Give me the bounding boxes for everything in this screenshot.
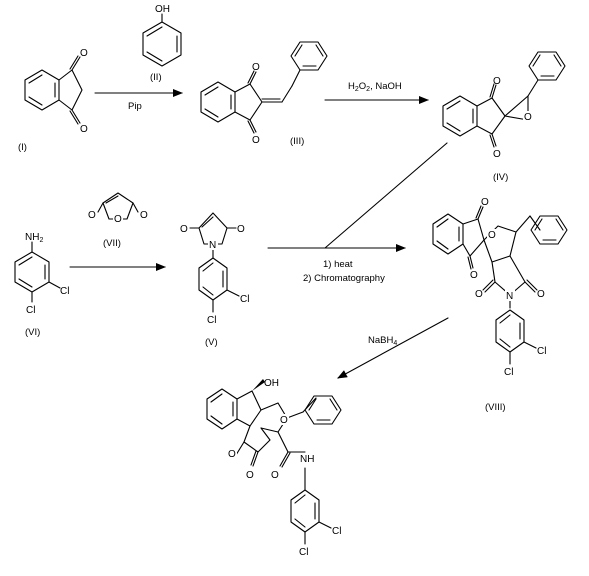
atom-o: O [493, 76, 501, 87]
compound-iv-structure: O O O (IV) [442, 51, 566, 183]
compound-vi-structure: NH2 Cl Cl (VI) [14, 232, 69, 338]
reagent-heat: 1) heat [323, 259, 353, 270]
atom-cl: Cl [207, 315, 216, 326]
reagent-h2o2-naoh: H2O2, NaOH [348, 81, 402, 93]
label-compound-viii: (VIII) [485, 402, 506, 413]
atom-cl: Cl [504, 367, 513, 378]
atom-o: O [488, 230, 496, 241]
final-product-structure: OH O O O O NH Cl Cl [206, 378, 342, 558]
atom-nh: NH [300, 454, 314, 465]
atom-o: O [88, 210, 96, 221]
atom-o: O [481, 197, 489, 208]
atom-o: O [80, 124, 88, 135]
compound-vii-structure: O O O (VII) [88, 192, 148, 249]
reagent-chromatography: 2) Chromatography [303, 273, 385, 284]
reagent-nabh4: NaBH4 [368, 335, 397, 347]
atom-o: O [180, 224, 188, 235]
atom-cl: Cl [26, 305, 35, 316]
atom-oh: OH [155, 4, 170, 15]
atom-n: N [506, 291, 513, 302]
label-compound-iv: (IV) [493, 172, 508, 183]
atom-o: O [470, 270, 478, 281]
label-compound-vii: (VII) [103, 238, 121, 249]
atom-o: O [271, 470, 279, 481]
atom-o: O [252, 62, 260, 73]
atom-o: O [280, 415, 288, 426]
atom-nh2: NH2 [25, 232, 43, 244]
label-compound-vi: (VI) [25, 327, 40, 338]
atom-o: O [114, 214, 122, 225]
atom-o: O [246, 470, 254, 481]
atom-o: O [140, 210, 148, 221]
atom-o: O [475, 289, 483, 300]
label-compound-iii: (III) [290, 136, 304, 147]
compound-i-structure: O O (I) [18, 48, 88, 153]
atom-cl: Cl [299, 547, 308, 558]
label-compound-ii: (II) [150, 72, 162, 83]
atom-o: O [80, 48, 88, 59]
atom-o: O [228, 449, 236, 460]
atom-o: O [493, 149, 501, 160]
compound-v-structure: N O O Cl Cl (V) [180, 212, 249, 348]
atom-cl: Cl [240, 294, 249, 305]
label-compound-i: (I) [18, 142, 27, 153]
compound-iii-structure: O O (III) [200, 41, 328, 147]
convergence-line-from-iv [324, 142, 448, 249]
reagent-pip: Pip [128, 101, 142, 112]
atom-o: O [524, 112, 532, 123]
atom-n: N [209, 240, 216, 251]
compound-ii-structure: OH (II) [142, 4, 182, 83]
compound-viii-structure: O O O N O O Cl Cl (VIII) [432, 197, 568, 413]
atom-o: O [237, 224, 245, 235]
atom-cl: Cl [60, 286, 69, 297]
atom-o: O [252, 135, 260, 146]
arrow-reduction [337, 317, 449, 379]
label-compound-v: (V) [205, 337, 218, 348]
atom-cl: Cl [332, 526, 341, 537]
atom-oh: OH [264, 378, 279, 389]
atom-o: O [537, 289, 545, 300]
atom-cl: Cl [537, 346, 546, 357]
